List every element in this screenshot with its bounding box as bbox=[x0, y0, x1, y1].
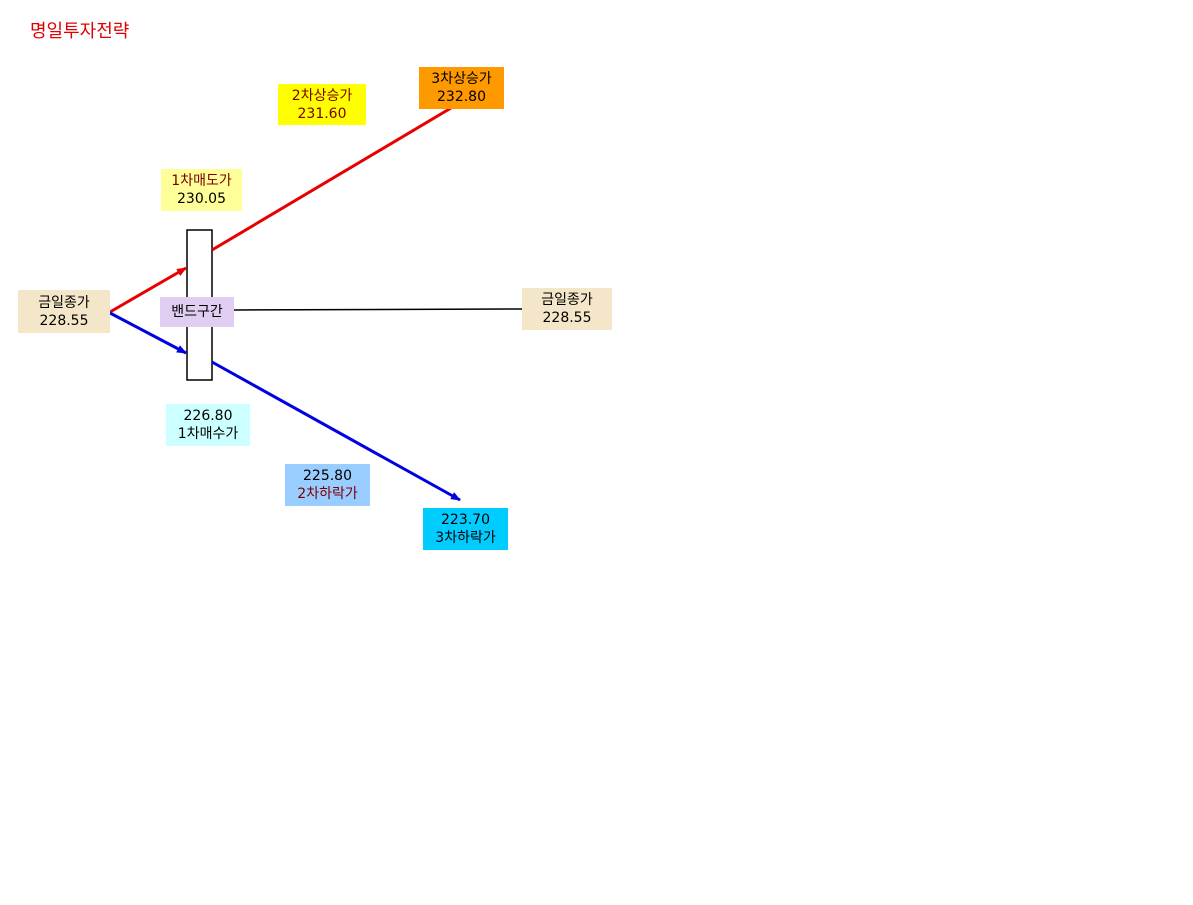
fall3-label: 3차하락가 bbox=[435, 530, 496, 546]
fall2-value: 225.80 bbox=[303, 468, 352, 484]
rise2-value: 231.60 bbox=[297, 105, 347, 122]
down-arrow-to-band bbox=[109, 311, 187, 355]
close-price-right-box: 금일종가 228.55 bbox=[522, 288, 612, 330]
close-price-left-box: 금일종가 228.55 bbox=[18, 290, 110, 333]
close-left-label: 금일종가 bbox=[38, 294, 90, 311]
buy1-label: 1차매수가 bbox=[177, 426, 239, 442]
rise3-box: 3차상승가 232.80 bbox=[419, 67, 504, 109]
up-arrow-to-band bbox=[109, 266, 187, 314]
up-arrow-to-rise3 bbox=[211, 106, 452, 252]
fall3-value: 223.70 bbox=[441, 512, 490, 528]
rise2-label: 2차상승가 bbox=[291, 87, 353, 104]
close-price-line bbox=[233, 308, 523, 311]
down-arrow-to-fall3 bbox=[211, 360, 461, 502]
close-left-value: 228.55 bbox=[39, 312, 89, 329]
fall2-label: 2차하락가 bbox=[297, 486, 358, 502]
fall3-box: 223.70 3차하락가 bbox=[423, 508, 508, 550]
buy1-box: 226.80 1차매수가 bbox=[166, 404, 250, 446]
sell1-value: 230.05 bbox=[177, 191, 226, 207]
sell1-box: 1차매도가 230.05 bbox=[161, 169, 242, 211]
rise3-label: 3차상승가 bbox=[431, 71, 492, 87]
buy1-value: 226.80 bbox=[183, 408, 233, 424]
band-range-box: 밴드구간 bbox=[160, 297, 234, 327]
band-label: 밴드구간 bbox=[171, 304, 223, 320]
sell1-label: 1차매도가 bbox=[171, 173, 232, 189]
rise2-box: 2차상승가 231.60 bbox=[278, 84, 366, 125]
close-right-label: 금일종가 bbox=[541, 292, 593, 308]
rise3-value: 232.80 bbox=[437, 89, 486, 105]
close-right-value: 228.55 bbox=[542, 310, 592, 326]
page-title: 명일투자전략 bbox=[30, 21, 130, 42]
fall2-box: 225.80 2차하락가 bbox=[285, 464, 370, 506]
